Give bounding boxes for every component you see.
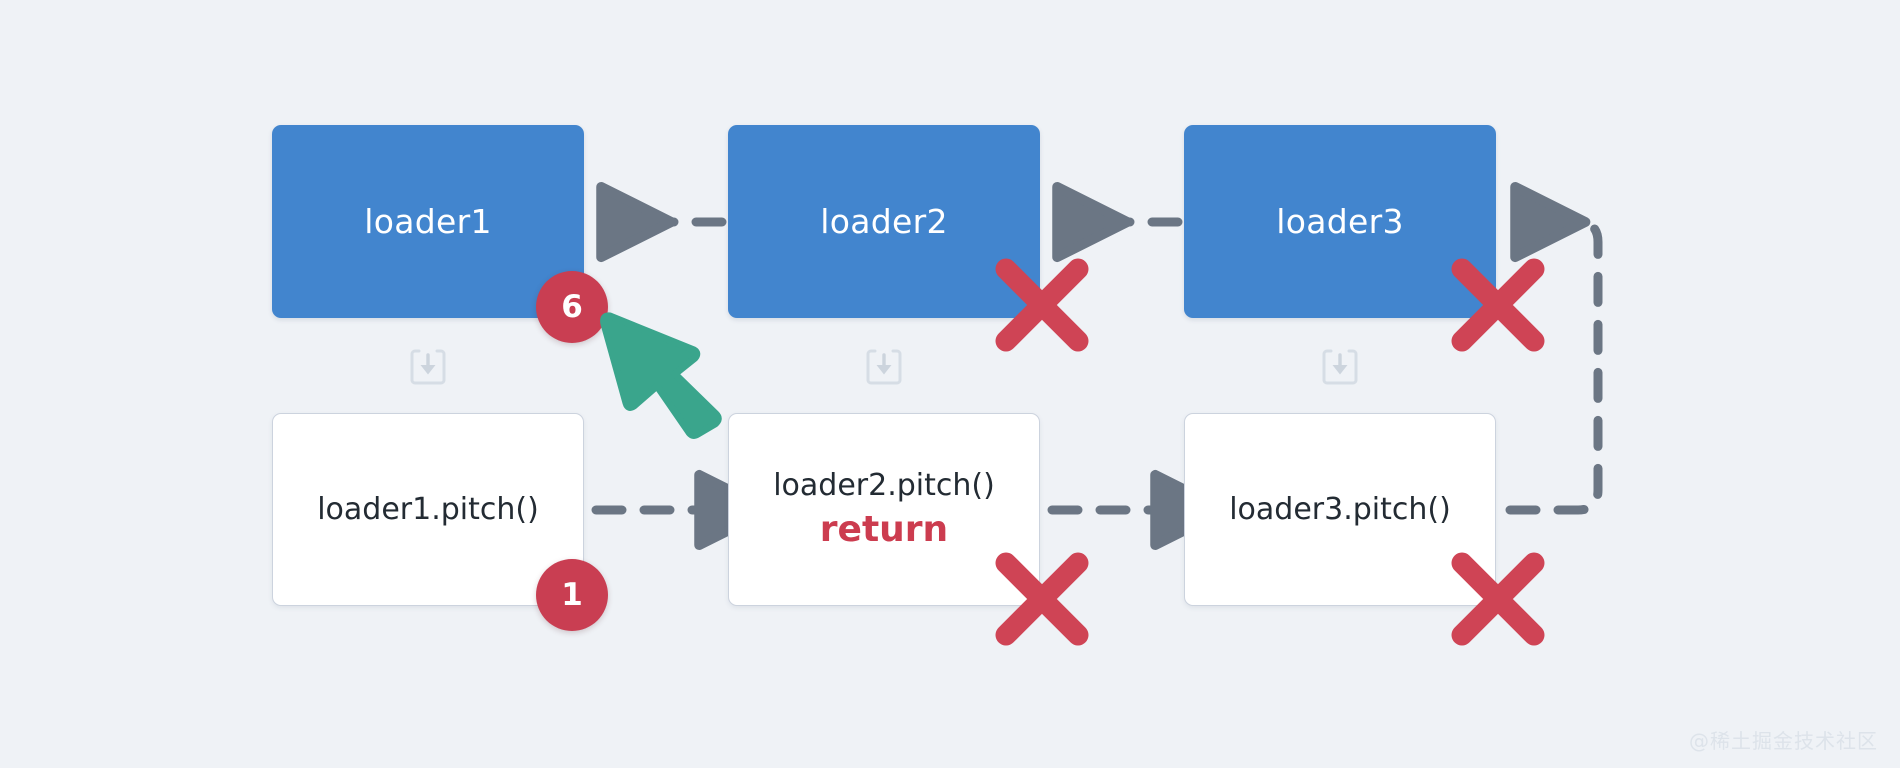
x-mark-loader3 xyxy=(1451,258,1545,352)
badge-step-1-value: 1 xyxy=(561,577,583,613)
badge-step-6-value: 6 xyxy=(561,289,583,325)
x-mark-loader3-pitch xyxy=(1451,552,1545,646)
node-loader3-pitch[interactable]: loader3.pitch() xyxy=(1184,413,1496,606)
node-loader2-pitch[interactable]: loader2.pitch() return xyxy=(728,413,1040,606)
node-loader2[interactable]: loader2 xyxy=(728,125,1040,318)
node-loader3[interactable]: loader3 xyxy=(1184,125,1496,318)
node-loader3-label: loader3 xyxy=(1276,202,1404,241)
x-mark-loader2 xyxy=(995,258,1089,352)
watermark: @稀土掘金技术社区 xyxy=(1689,729,1878,753)
node-loader1-pitch[interactable]: loader1.pitch() xyxy=(272,413,584,606)
badge-step-6: 6 xyxy=(536,271,608,343)
download-icon-3 xyxy=(1322,349,1358,385)
mouse-cursor-pointer-icon xyxy=(600,312,722,439)
node-loader2-pitch-return-keyword: return xyxy=(819,508,949,550)
x-mark-loader2-pitch xyxy=(995,552,1089,646)
download-icon-2 xyxy=(866,349,902,385)
download-icon-1 xyxy=(410,349,446,385)
node-loader1-label: loader1 xyxy=(364,202,492,241)
node-loader2-pitch-label: loader2.pitch() xyxy=(773,467,995,503)
node-loader2-label: loader2 xyxy=(820,202,948,241)
badge-step-1: 1 xyxy=(536,559,608,631)
node-loader1-pitch-label: loader1.pitch() xyxy=(317,491,539,527)
node-loader1[interactable]: loader1 xyxy=(272,125,584,318)
node-loader3-pitch-label: loader3.pitch() xyxy=(1229,491,1451,527)
